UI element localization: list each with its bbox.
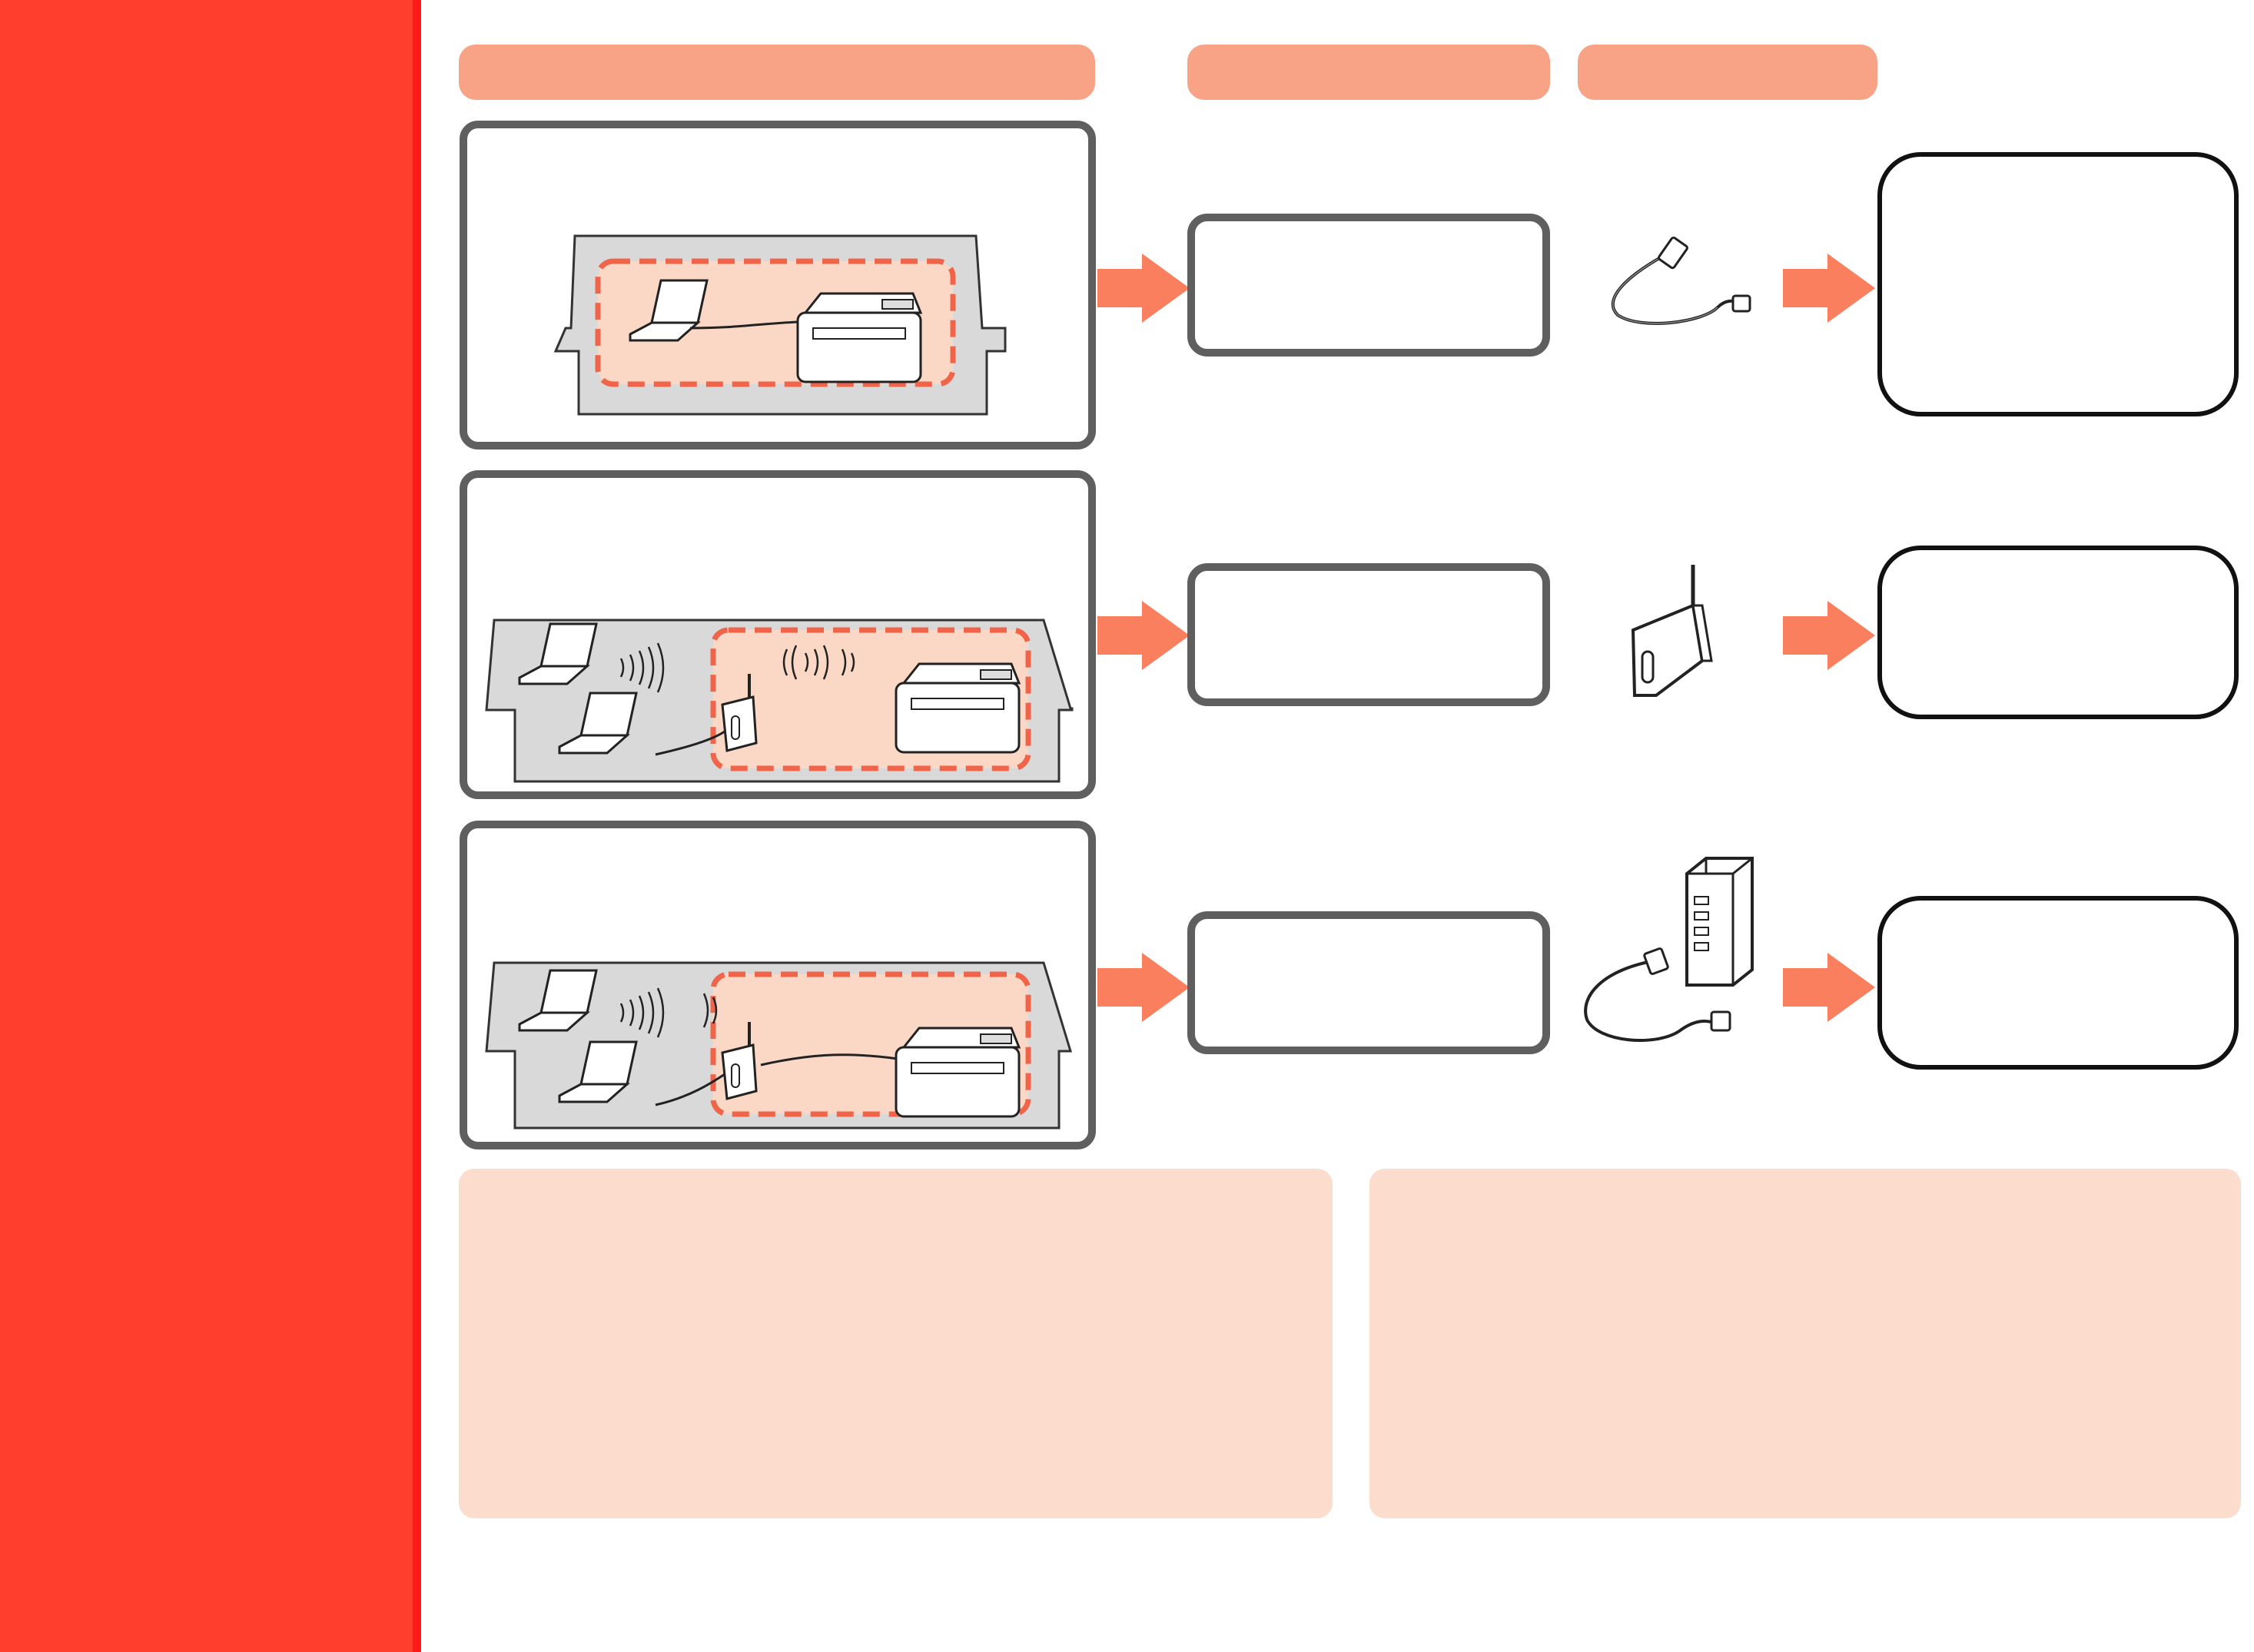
printer-icon	[895, 1027, 1021, 1118]
printer-icon	[895, 662, 1021, 754]
note-panel-right-text	[1369, 1169, 2241, 1230]
setup-column-header	[459, 45, 1095, 100]
result-box-text	[1882, 157, 2234, 218]
note-panel-left-text	[459, 1169, 1333, 1230]
method-box-wired-lan	[1187, 911, 1550, 1054]
laptop-icon	[558, 1040, 638, 1103]
lan-cable-hub-icon	[1584, 857, 1754, 1042]
access-point-icon	[721, 674, 758, 752]
printer-icon	[796, 292, 923, 383]
method-box-text	[1195, 571, 1542, 617]
result-box-usb	[1877, 152, 2239, 416]
arrow-right-icon	[1097, 601, 1190, 670]
laptop-icon	[518, 969, 598, 1032]
method-column-header	[1187, 45, 1550, 100]
usb-cable-icon	[1611, 236, 1751, 325]
method-box-usb	[1187, 214, 1550, 357]
method-box-wireless	[1187, 563, 1550, 706]
wireless-router-icon	[1631, 565, 1713, 697]
note-panel-left	[459, 1169, 1333, 1518]
usb-connection-illustration	[553, 234, 1007, 416]
arrow-right-icon	[1783, 601, 1875, 670]
wired-lan-connection-illustration	[485, 961, 1073, 1130]
sidebar-band	[0, 0, 421, 1652]
laptop-icon	[518, 622, 598, 685]
arrow-right-icon	[1783, 953, 1875, 1022]
access-point-icon	[721, 1022, 758, 1100]
note-panel-right	[1369, 1169, 2241, 1518]
result-box-wired-lan	[1877, 896, 2239, 1070]
result-box-wireless	[1877, 546, 2239, 719]
signal-waves-icon	[619, 987, 718, 1038]
laptop-icon	[558, 692, 638, 755]
arrow-right-icon	[1097, 953, 1190, 1022]
method-box-text	[1195, 221, 1542, 267]
sidebar-edge	[413, 0, 421, 1652]
method-box-text	[1195, 919, 1542, 965]
result-box-text	[1882, 901, 2234, 962]
wireless-connection-illustration	[485, 619, 1074, 783]
arrow-right-icon	[1097, 254, 1190, 323]
device-column-header	[1578, 45, 1877, 100]
signal-waves-icon	[619, 642, 855, 693]
laptop-icon	[629, 279, 709, 342]
arrow-right-icon	[1783, 254, 1875, 323]
result-box-text	[1882, 550, 2234, 612]
